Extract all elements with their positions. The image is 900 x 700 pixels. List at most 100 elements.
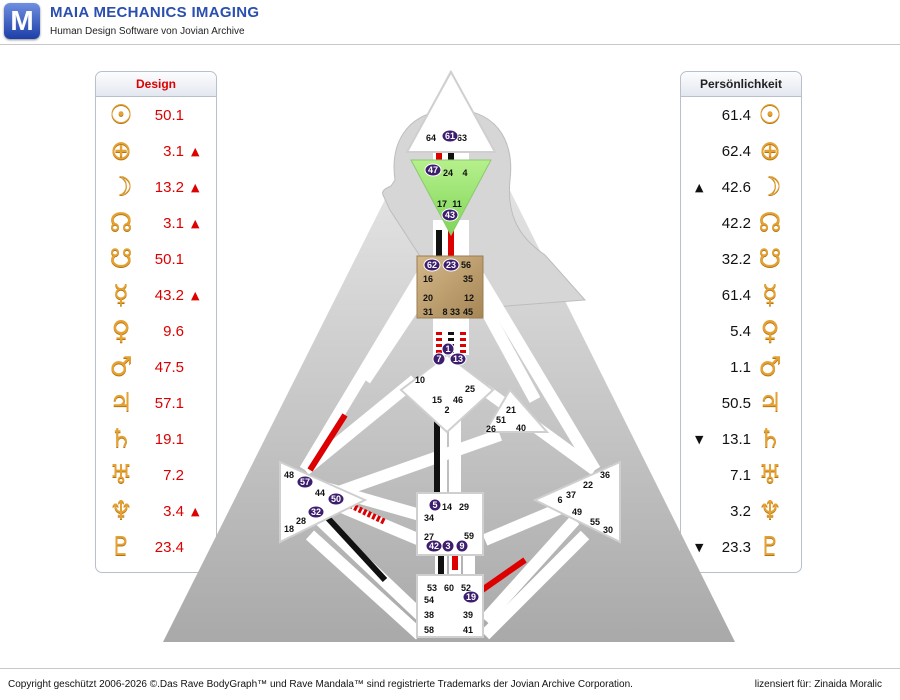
design-panel: Design ☉50.1⊕3.1▲☽13.2▲☊3.1▲☋50.1☿43.2▲♀… (95, 71, 217, 573)
active-gate-number: 19 (466, 592, 476, 602)
gate-number: 55 (590, 517, 600, 527)
active-gate-number: 5 (432, 500, 437, 510)
pluto-icon: ♇ (109, 532, 133, 562)
planet-gate-value: 61.4 (721, 107, 751, 124)
gate-number: 26 (486, 424, 496, 434)
planet-row: ♃57.1 (96, 386, 216, 422)
planet-row: ☊42.2 (681, 206, 801, 242)
gate-circle (441, 208, 459, 222)
gate-number: 49 (572, 507, 582, 517)
planet-gate-value: 13.1 (721, 431, 751, 448)
gate-number: 22 (583, 480, 593, 490)
planet-gate-value: 23.4 (154, 539, 184, 556)
exalted-triangle-icon: ▲ (191, 289, 200, 302)
g-center (399, 353, 495, 434)
personality-panel: Persönlichkeit ☉61.4⊕62.4☽42.6▲☊42.2☋32.… (680, 71, 802, 573)
license-text: lizensiert für: Zinaida Moralic (754, 679, 882, 690)
planet-row: ☽ 42.6 ▲ (681, 170, 801, 206)
gate-number: 63 (457, 133, 467, 143)
gate-number: 17 (437, 199, 447, 209)
planet-row: ♆3.4▲ (96, 494, 216, 530)
exalted-triangle-icon: ▲ (695, 181, 704, 194)
planet-gate-value: 50.1 (154, 107, 184, 124)
mercury-icon: ☿ (113, 280, 129, 310)
planet-row: ♅7.2 (96, 458, 216, 494)
gate-number: 14 (442, 502, 452, 512)
earth-icon: ⊕ (110, 136, 132, 166)
sun-icon: ☉ (758, 100, 782, 130)
gate-number: 46 (453, 395, 463, 405)
planet-gate-value: 5.4 (730, 323, 751, 340)
app-header: M MAIA MECHANICS IMAGING Human Design So… (0, 0, 900, 45)
active-gate-number: 23 (446, 260, 456, 270)
exalted-triangle-icon: ▲ (191, 217, 200, 230)
gate-number: 30 (603, 525, 613, 535)
gate-number: 48 (284, 470, 294, 480)
planet-gate-value: 50.5 (721, 395, 751, 412)
planet-gate-value: 3.2 (730, 503, 751, 520)
active-gate-number: 50 (331, 494, 341, 504)
exalted-triangle-icon: ▲ (191, 145, 200, 158)
gate-circle (432, 352, 446, 366)
gate-circle (455, 539, 469, 553)
uranus-icon: ♅ (758, 460, 782, 490)
gate-circle (441, 129, 459, 143)
gate-circle (442, 258, 460, 272)
south-node-icon: ☋ (109, 244, 133, 274)
planet-gate-value: 3.1 (163, 215, 184, 232)
planet-gate-value: 23.3 (721, 539, 751, 556)
gate-circle (423, 258, 441, 272)
planet-row: ♅7.1 (681, 458, 801, 494)
gate-number: 58 (424, 625, 434, 635)
gate-number: 52 (461, 583, 471, 593)
planet-row: ⊕62.4 (681, 134, 801, 170)
gate-number: 4 (462, 168, 467, 178)
active-channels (307, 140, 527, 598)
gate-number: 64 (426, 133, 436, 143)
active-gate-number: 62 (427, 260, 437, 270)
planet-gate-value: 43.2 (154, 287, 184, 304)
active-gate-number: 9 (459, 541, 464, 551)
venus-icon: ♀ (760, 316, 780, 346)
active-gate-number: 13 (453, 354, 463, 364)
gate-number: 31 (423, 307, 433, 317)
gate-number: 12 (464, 293, 474, 303)
gate-number: 45 (463, 307, 473, 317)
planet-gate-value: 61.4 (721, 287, 751, 304)
detriment-triangle-icon: ▼ (695, 541, 704, 554)
gate-number: 51 (496, 415, 506, 425)
gate-circle (441, 539, 455, 553)
personality-panel-title: Persönlichkeit (681, 72, 801, 97)
sun-icon: ☉ (109, 100, 133, 130)
gate-number: 38 (424, 610, 434, 620)
gate-number: 6 (557, 495, 562, 505)
planet-gate-value: 32.2 (721, 251, 751, 268)
planet-gate-value: 19.1 (154, 431, 184, 448)
active-gate-number: 57 (300, 477, 310, 487)
active-gate-number: 47 (428, 165, 438, 175)
app-logo: M (4, 3, 40, 39)
planet-gate-value: 42.6 (721, 179, 751, 196)
gate-number: 35 (463, 274, 473, 284)
root-center (416, 574, 484, 638)
gate-number: 8 (442, 307, 447, 317)
planet-row: ♀9.6 (96, 314, 216, 350)
planet-gate-value: 62.4 (721, 143, 751, 160)
active-gate-number: 42 (429, 541, 439, 551)
gate-number: 33 (450, 307, 460, 317)
pluto-icon: ♇ (758, 532, 782, 562)
venus-icon: ♀ (111, 316, 131, 346)
planet-gate-value: 7.2 (163, 467, 184, 484)
planet-gate-value: 3.4 (163, 503, 184, 520)
planet-row: ♆3.2 (681, 494, 801, 530)
solar-plexus-center (532, 460, 621, 544)
mars-icon: ♂ (109, 352, 133, 382)
gate-number: 11 (452, 199, 462, 209)
moon-icon: ☽ (758, 172, 782, 202)
channel-segment-design (307, 413, 348, 472)
gate-circle (424, 163, 442, 177)
gate-number: 15 (432, 395, 442, 405)
active-gate-number: 32 (311, 507, 321, 517)
planet-row: ☊3.1▲ (96, 206, 216, 242)
